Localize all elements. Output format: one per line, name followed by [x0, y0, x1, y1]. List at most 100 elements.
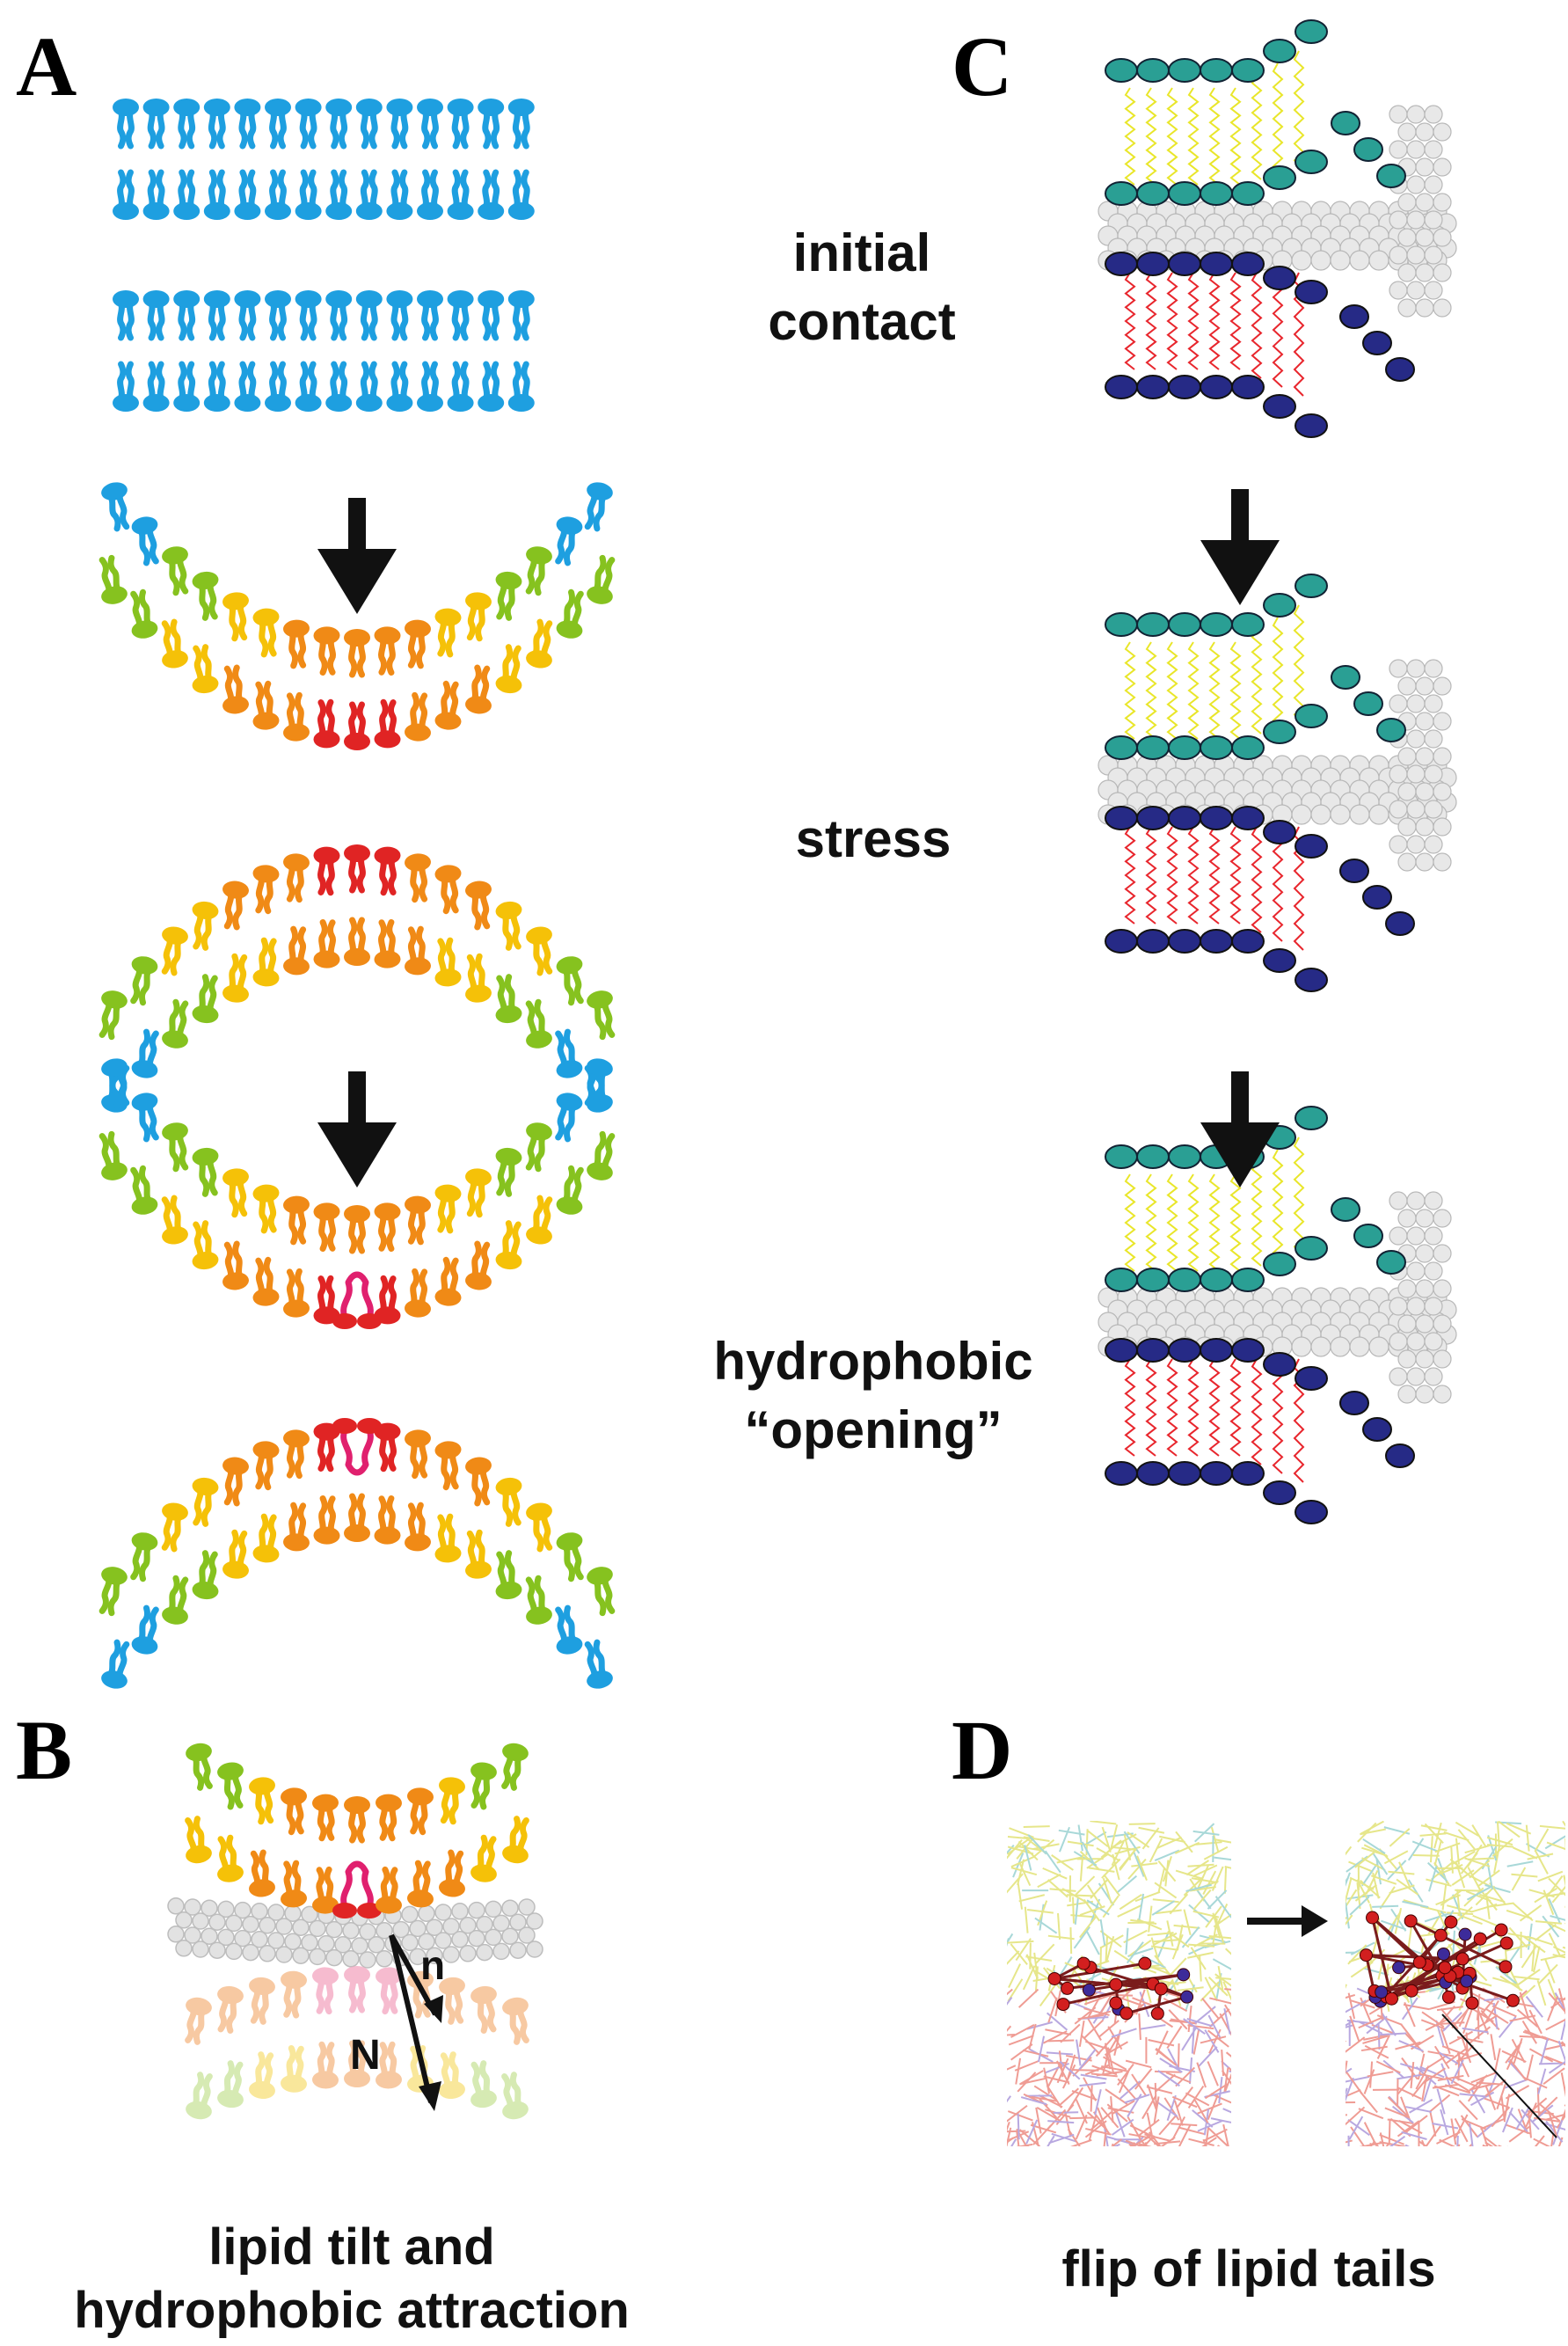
headgroups	[1105, 574, 1415, 992]
stage-label-hydrophobic: hydrophobic	[713, 1332, 1033, 1391]
lipid	[355, 361, 383, 412]
teal-head	[1168, 735, 1201, 760]
navy-head	[1295, 834, 1328, 859]
lipid	[374, 1422, 401, 1473]
lipid	[186, 2072, 213, 2120]
lipid	[217, 2060, 244, 2108]
lipid	[434, 1184, 462, 1234]
curved-bilayer-top-opening	[98, 1058, 616, 1329]
lipid	[98, 1567, 128, 1617]
lipid	[313, 698, 340, 749]
lipid	[252, 1256, 280, 1306]
navy-head	[1295, 1366, 1328, 1391]
navy-head	[1168, 1461, 1201, 1486]
teal-head	[1200, 58, 1233, 83]
splayed-lipid-top	[332, 1271, 382, 1329]
navy-head	[1385, 357, 1415, 382]
lipid	[556, 588, 584, 639]
ball-stick-cluster	[1047, 1956, 1194, 2021]
yellow-tail	[1124, 1173, 1136, 1272]
teal-head	[1105, 612, 1138, 637]
lipid	[584, 1639, 613, 1689]
lipid	[526, 1502, 553, 1553]
lipid	[386, 169, 413, 220]
teal-head	[1136, 1268, 1170, 1292]
navy-head	[1362, 885, 1392, 910]
teal-head	[1295, 704, 1328, 728]
lipid	[374, 1275, 401, 1325]
lipid	[113, 290, 139, 341]
lipid	[130, 1165, 158, 1215]
teal-head	[1105, 58, 1138, 83]
lipid	[556, 956, 584, 1006]
vector-N-label: N	[350, 2032, 381, 2079]
panel-b-letter: B	[16, 1703, 73, 1797]
lipid	[325, 169, 353, 220]
yellow-tail	[1166, 641, 1178, 740]
lipid	[295, 361, 322, 412]
navy-head	[1339, 1391, 1369, 1415]
lipid	[344, 1966, 370, 2013]
yellow-tail	[1272, 62, 1284, 175]
lipid	[131, 1028, 159, 1078]
teal-head	[1263, 1252, 1296, 1276]
lipid	[407, 1860, 434, 1908]
flat-bilayer-bottom	[113, 290, 535, 412]
lipid	[283, 1268, 310, 1318]
lipid	[374, 918, 401, 968]
lipid	[470, 1762, 497, 1810]
lipid	[249, 1849, 275, 1897]
curved-bilayer-top-stress	[98, 482, 616, 750]
lipid	[101, 1639, 130, 1689]
lipid	[265, 99, 291, 150]
lipid	[281, 1860, 307, 1908]
navy-head	[1136, 806, 1170, 830]
lipid	[555, 1604, 583, 1655]
stage-label-contact: contact	[768, 292, 956, 351]
red-tail	[1229, 1358, 1242, 1457]
teal-head	[1105, 1268, 1138, 1292]
curved-bilayer-bottom-opening	[98, 1418, 616, 1689]
lipid	[470, 2060, 497, 2108]
lipid	[439, 1977, 465, 2025]
navy-head	[1263, 820, 1296, 844]
lipid	[555, 516, 583, 566]
lipid	[222, 1457, 249, 1507]
lipid	[507, 361, 535, 412]
lipid	[217, 1985, 244, 2034]
yellow-tail	[1251, 75, 1263, 180]
panel-d-letter: D	[952, 1703, 1013, 1797]
lipid	[495, 644, 522, 694]
teal-head	[1231, 181, 1265, 206]
lipid	[525, 998, 552, 1049]
teal-head	[1168, 1268, 1201, 1292]
lipid	[376, 1967, 402, 2015]
navy-head	[1231, 1461, 1265, 1486]
red-tail	[1272, 1358, 1284, 1474]
vector-N-line	[389, 1934, 434, 2103]
lipid	[507, 290, 535, 341]
lipid	[131, 1604, 159, 1655]
lipid	[584, 482, 613, 532]
headgroups	[1105, 19, 1415, 438]
lipid	[495, 1147, 522, 1197]
lipid	[173, 169, 201, 220]
lipid	[344, 2040, 370, 2087]
panel-d-caption: flip of lipid tails	[1061, 2240, 1436, 2298]
lipid	[142, 290, 170, 341]
lipid	[161, 618, 188, 669]
lipid	[434, 865, 462, 915]
navy-head	[1231, 806, 1265, 830]
stage-stress	[1098, 574, 1457, 992]
navy-head	[1339, 304, 1369, 329]
lipid	[162, 1122, 189, 1173]
navy-head	[1385, 1443, 1415, 1468]
red-tail	[1124, 272, 1136, 370]
red-tail	[1251, 1358, 1263, 1465]
red-tail	[1145, 826, 1157, 925]
navy-head	[1362, 331, 1392, 355]
teal-head	[1200, 1268, 1233, 1292]
lipid	[281, 1787, 307, 1836]
lipid	[405, 619, 431, 669]
lipid	[101, 482, 130, 532]
